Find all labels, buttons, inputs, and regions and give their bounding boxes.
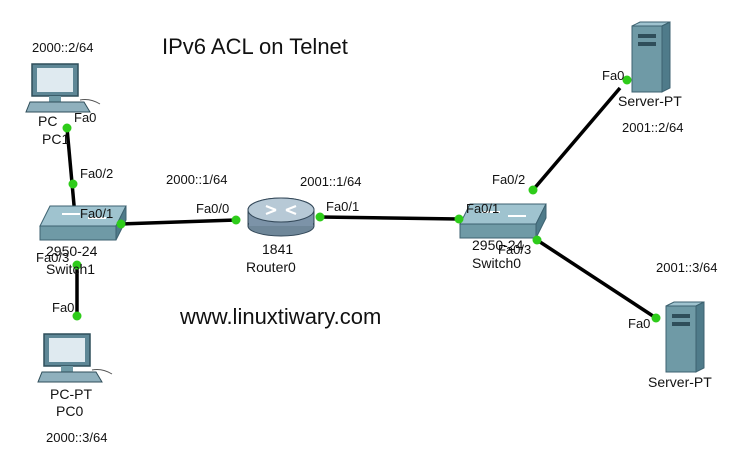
pc1-type-label: PC: [38, 113, 57, 129]
sw0-port-fa02: Fa0/2: [492, 172, 525, 187]
port-dot-pc1-fa0: [62, 123, 72, 133]
server-bottom-type-label: Server-PT: [648, 374, 712, 390]
link-router0-switch0: [319, 215, 460, 221]
switch0-model-label: 2950-24: [472, 237, 524, 253]
pc1-port-fa0: Fa0: [74, 110, 96, 125]
port-dot-sw1-fa02: [68, 179, 78, 189]
link-switch0-server-bottom: [536, 238, 657, 320]
port-dot-sw1-fa03: [72, 260, 82, 270]
links: [65, 86, 657, 320]
port-dot-sw0-fa03: [532, 235, 542, 245]
pc0-port-fa0: Fa0: [52, 300, 74, 315]
port-dots: [62, 75, 661, 323]
port-dot-pc0-fa0: [72, 311, 82, 321]
r0-port-fa00: Fa0/0: [196, 201, 229, 216]
pc0-ip-label: 2000::3/64: [46, 430, 107, 445]
port-dot-sw1-fa01: [116, 219, 126, 229]
port-dot-r0-fa00: [231, 215, 241, 225]
sw1-port-fa02: Fa0/2: [80, 166, 113, 181]
router0-icon[interactable]: [247, 197, 315, 237]
sw1-port-fa03: Fa0/3: [36, 250, 69, 265]
switch0-icon[interactable]: [459, 203, 547, 239]
switch1-model-label: 2950-24: [46, 243, 98, 259]
router-model-label: 1841: [262, 241, 293, 257]
server-top-icon[interactable]: [631, 21, 671, 93]
sw1-port-fa01: Fa0/1: [80, 206, 113, 221]
pc1-name-label: PC1: [42, 131, 69, 147]
pc0-type-label: PC-PT: [50, 386, 92, 402]
port-dot-r0-fa01: [315, 212, 325, 222]
sw0-port-fa03: Fa0/3: [498, 242, 531, 257]
sw0-port-fa01: Fa0/1: [466, 201, 499, 216]
router-name-label: Router0: [246, 259, 296, 275]
r0-port-fa01: Fa0/1: [326, 199, 359, 214]
pc1-icon[interactable]: [25, 63, 101, 113]
router-left-ip-label: 2000::1/64: [166, 172, 227, 187]
port-dot-srv-top-fa0: [622, 75, 632, 85]
server-bottom-icon[interactable]: [665, 301, 705, 373]
pc1-ip-label: 2000::2/64: [32, 40, 93, 55]
website-label: www.linuxtiwary.com: [179, 304, 381, 329]
srv-bottom-port-fa0: Fa0: [628, 316, 650, 331]
link-switch1-router0: [120, 218, 237, 226]
pc0-icon[interactable]: [37, 333, 113, 383]
server-top-type-label: Server-PT: [618, 93, 682, 109]
server-bottom-ip-label: 2001::3/64: [656, 260, 717, 275]
link-pc1-switch1: [65, 127, 77, 217]
pc0-name-label: PC0: [56, 403, 83, 419]
port-dot-sw0-fa02: [528, 185, 538, 195]
server-top-ip-label: 2001::2/64: [622, 120, 683, 135]
port-dot-sw0-fa01: [454, 214, 464, 224]
link-switch0-server-top: [531, 86, 622, 192]
switch1-name-label: Switch1: [46, 261, 95, 277]
srv-top-port-fa0: Fa0: [602, 68, 624, 83]
diagram-title: IPv6 ACL on Telnet: [162, 34, 348, 59]
port-dot-srv-bottom-fa0: [651, 313, 661, 323]
switch0-name-label: Switch0: [472, 255, 521, 271]
router-right-ip-label: 2001::1/64: [300, 174, 361, 189]
